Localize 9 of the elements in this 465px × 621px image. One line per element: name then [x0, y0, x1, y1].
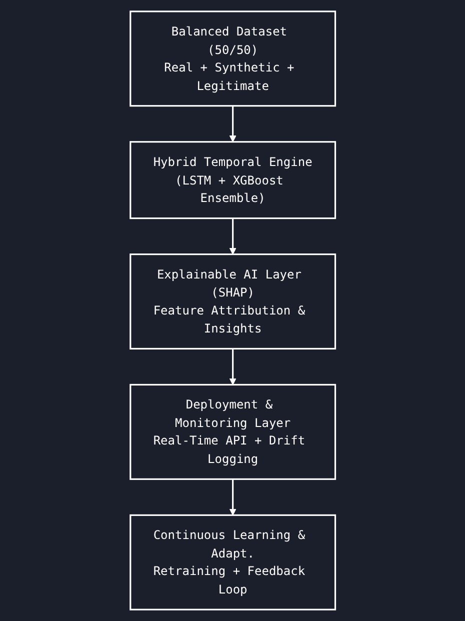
node-box: Explainable AI Layer (SHAP) Feature Attribution & Insights: [129, 253, 336, 350]
node-box: Continuous Learning & Adapt. Retraining + Feedback Loop: [129, 514, 336, 610]
node-box: Deployment & Monitoring Layer Real-Time API + Drift Logging: [129, 384, 336, 480]
arrow: [228, 479, 236, 516]
node-box: Balanced Dataset (50/50) Real + Synthetic + Legitimate: [129, 10, 336, 107]
arrow: [228, 218, 236, 255]
arrow: [228, 348, 236, 386]
arrow: [228, 106, 236, 142]
node-box: Hybrid Temporal Engine (LSTM + XGBoost Ensemble): [129, 141, 336, 220]
